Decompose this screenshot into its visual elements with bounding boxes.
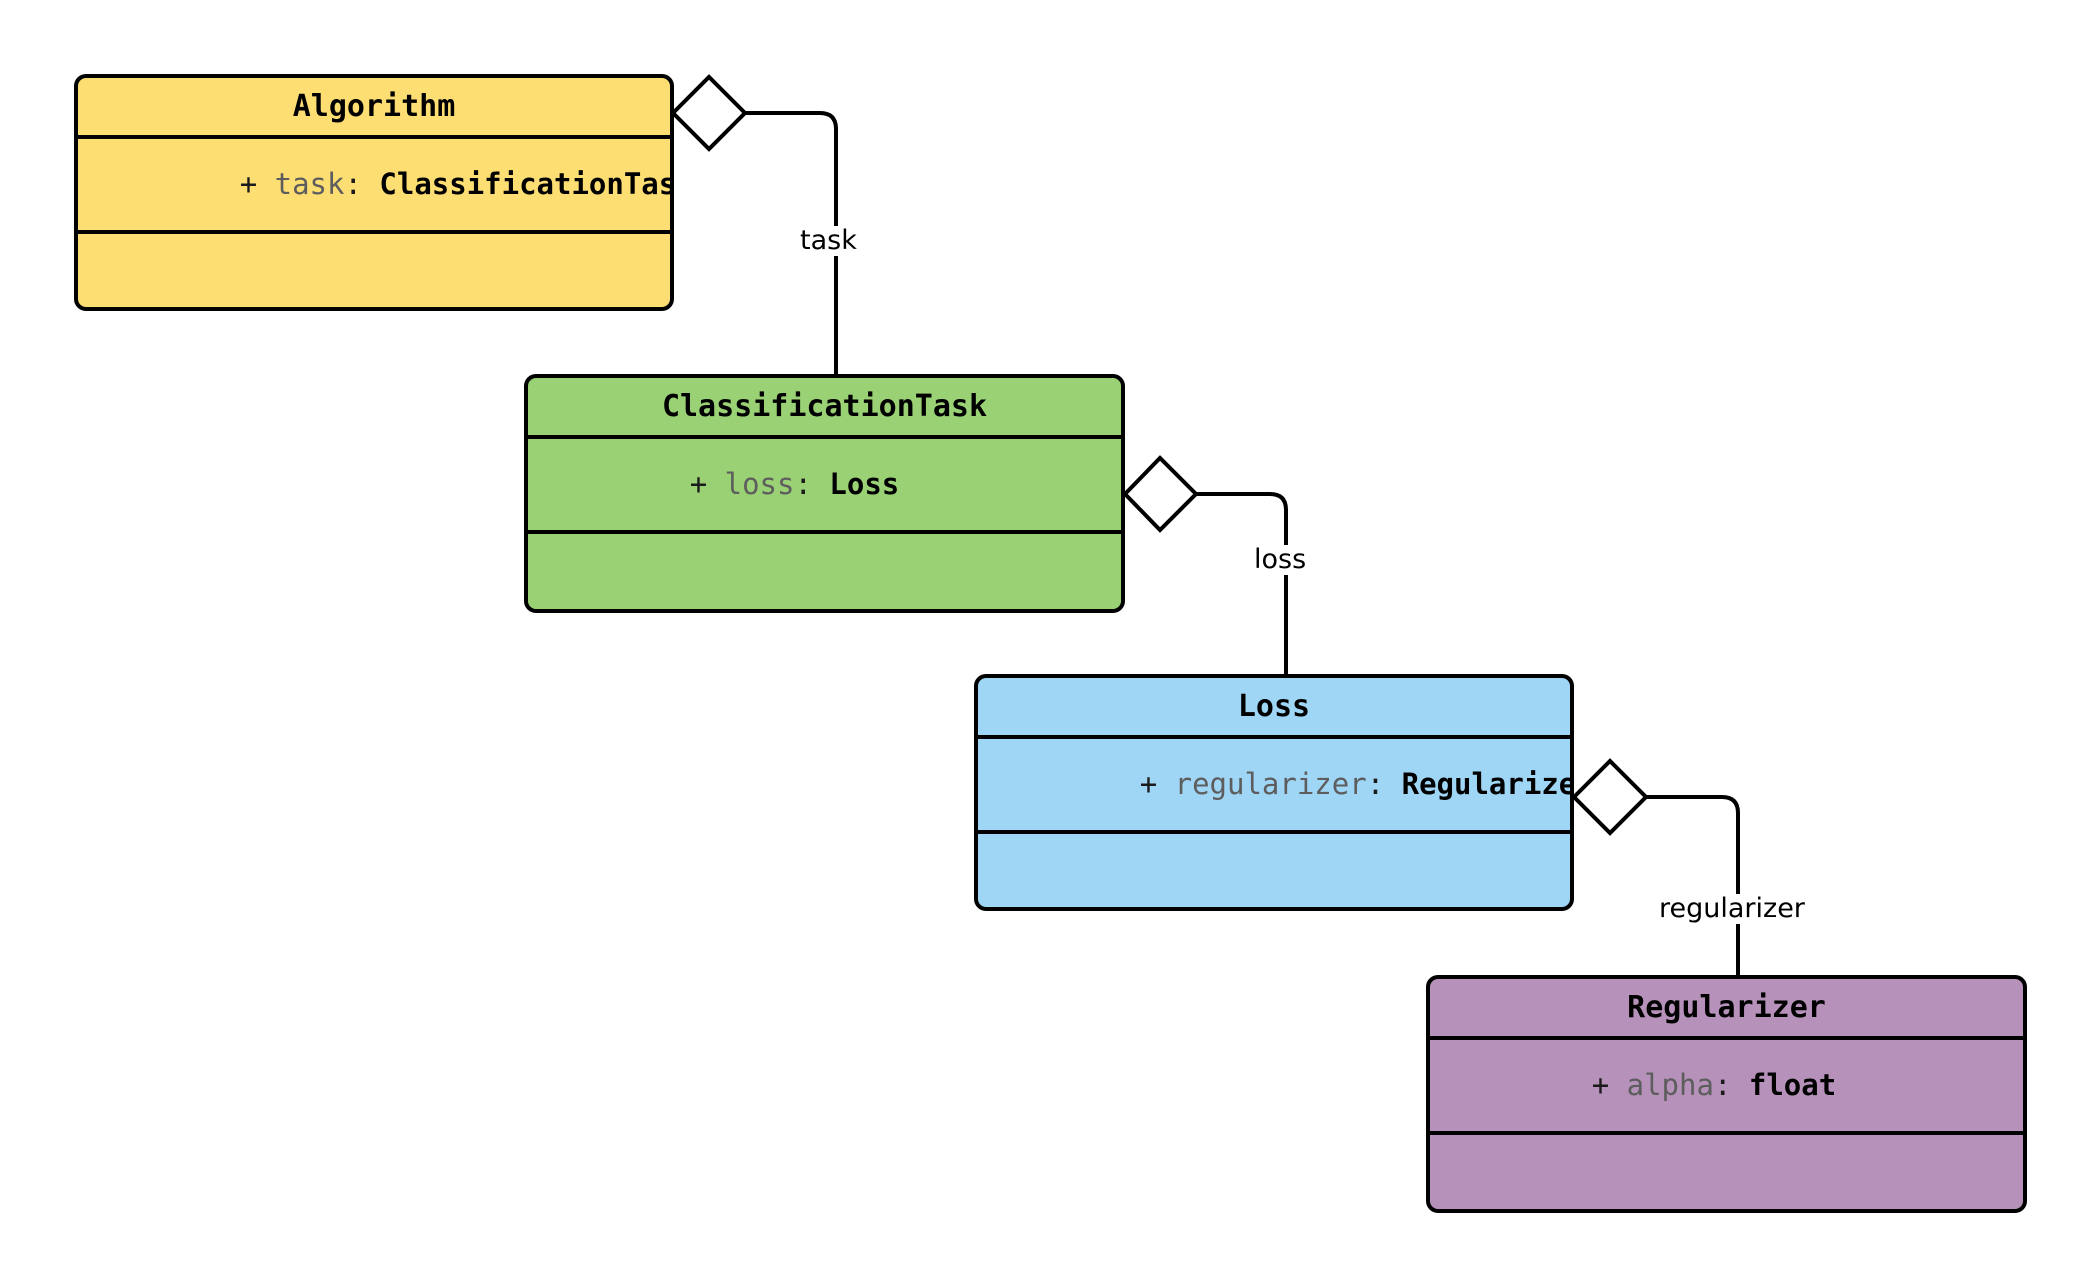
edge-label-loss: loss bbox=[1250, 545, 1311, 575]
attribute-name: task bbox=[274, 166, 345, 201]
aggregation-diamond-task bbox=[670, 74, 748, 152]
class-title-classification-task: ClassificationTask bbox=[528, 378, 1121, 439]
attribute-type: float bbox=[1748, 1067, 1837, 1102]
uml-class-classification-task[interactable]: ClassificationTask + loss: Loss bbox=[524, 374, 1125, 613]
attribute-type: ClassificationTask bbox=[379, 166, 674, 201]
uml-class-algorithm[interactable]: Algorithm + task: ClassificationTask bbox=[74, 74, 674, 311]
attribute-visibility: + bbox=[1591, 1067, 1610, 1102]
attribute-colon: : bbox=[344, 166, 362, 201]
uml-class-loss[interactable]: Loss + regularizer: Regularizer bbox=[974, 674, 1574, 911]
class-attributes-regularizer: + alpha: float bbox=[1430, 1040, 2023, 1135]
attribute-visibility: + bbox=[239, 166, 258, 201]
attribute-row: + alpha: float bbox=[1452, 1035, 2023, 1135]
attribute-name: regularizer bbox=[1174, 766, 1367, 801]
class-methods-loss bbox=[978, 834, 1570, 907]
class-attributes-loss: + regularizer: Regularizer bbox=[978, 739, 1570, 834]
class-title-loss: Loss bbox=[978, 678, 1570, 739]
aggregation-diamond-loss bbox=[1122, 455, 1199, 533]
class-methods-classification-task bbox=[528, 534, 1121, 609]
attribute-name: alpha bbox=[1626, 1067, 1714, 1102]
class-attributes-classification-task: + loss: Loss bbox=[528, 439, 1121, 534]
edge-label-regularizer: regularizer bbox=[1655, 894, 1809, 924]
aggregation-line-loss bbox=[1194, 492, 1288, 676]
attribute-row: + task: ClassificationTask bbox=[100, 134, 670, 234]
aggregation-diamond-regularizer bbox=[1571, 758, 1649, 836]
aggregation-line-regularizer bbox=[1644, 795, 1740, 977]
class-title-regularizer: Regularizer bbox=[1430, 979, 2023, 1040]
edge-label-task: task bbox=[796, 226, 861, 256]
attribute-colon: : bbox=[1366, 766, 1385, 801]
class-methods-regularizer bbox=[1430, 1135, 2023, 1209]
class-title-algorithm: Algorithm bbox=[78, 78, 670, 139]
class-methods-algorithm bbox=[78, 234, 670, 307]
attribute-name: loss bbox=[724, 466, 795, 501]
attribute-type: Loss bbox=[829, 466, 900, 501]
attribute-row: + regularizer: Regularizer bbox=[1000, 734, 1570, 834]
attribute-row: + loss: Loss bbox=[550, 434, 1121, 534]
attribute-visibility: + bbox=[689, 466, 708, 501]
attribute-type: Regularizer bbox=[1401, 766, 1570, 801]
attribute-colon: : bbox=[1713, 1067, 1732, 1102]
relationship-loss-regularizer bbox=[1571, 758, 1740, 977]
attribute-colon: : bbox=[794, 466, 812, 501]
attribute-visibility: + bbox=[1139, 766, 1158, 801]
uml-class-regularizer[interactable]: Regularizer + alpha: float bbox=[1426, 975, 2027, 1213]
class-attributes-algorithm: + task: ClassificationTask bbox=[78, 139, 670, 234]
